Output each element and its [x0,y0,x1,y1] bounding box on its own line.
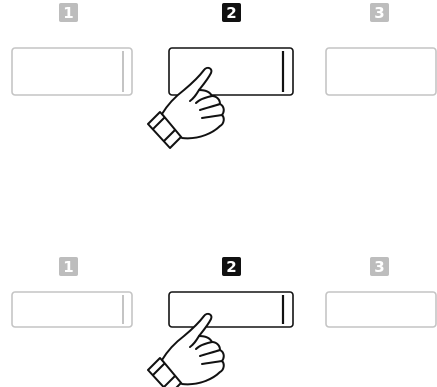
row-2-key-3[interactable]: 3 [326,257,436,327]
row-2-key-2[interactable]: 2 [169,257,293,327]
badge-1-label: 1 [63,4,73,22]
row-1-key-2[interactable]: 2 [169,3,293,95]
badge-2-label: 2 [226,4,236,22]
key-3-body [326,48,436,95]
row-1-key-1[interactable]: 1 [12,3,132,95]
key-1-body [12,292,132,327]
badge-2-label: 2 [226,258,236,276]
key-2-body [169,292,293,327]
key-3-body [326,292,436,327]
row-1-key-3[interactable]: 3 [326,3,436,95]
badge-3-label: 3 [374,4,384,22]
key-1-body [12,48,132,95]
badge-1-label: 1 [63,258,73,276]
row-2-key-1[interactable]: 1 [12,257,132,327]
row-2: 1 2 3 [12,257,436,387]
row-1: 1 2 3 [12,3,436,148]
badge-3-label: 3 [374,258,384,276]
